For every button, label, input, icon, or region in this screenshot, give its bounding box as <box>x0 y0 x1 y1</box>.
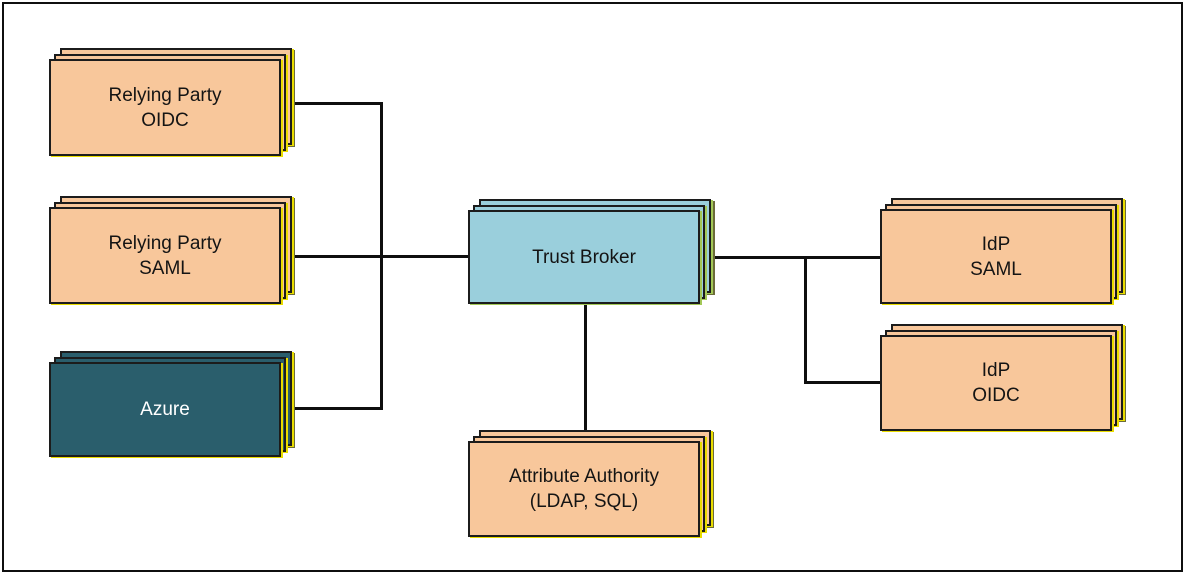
node-label-line: OIDC <box>141 109 189 131</box>
node-relying-party-saml: Relying Party SAML <box>49 196 295 304</box>
node-attribute-authority: Attribute Authority (LDAP, SQL) <box>468 430 714 537</box>
node-label: IdP SAML <box>882 211 1110 302</box>
node-label: Attribute Authority (LDAP, SQL) <box>470 443 698 535</box>
edge-trust-broker-to-attribute-authority <box>584 304 587 433</box>
node-label: Azure <box>51 364 279 455</box>
stack-front: Trust Broker <box>468 210 700 304</box>
edge-branch-to-idp-oidc <box>804 381 882 384</box>
stack-front: Azure <box>49 362 281 457</box>
stack-front: IdP SAML <box>880 209 1112 304</box>
node-label-line: Relying Party <box>108 84 222 106</box>
stack-front: IdP OIDC <box>880 335 1112 431</box>
stack-front: Attribute Authority (LDAP, SQL) <box>468 441 700 537</box>
node-label: Trust Broker <box>470 212 698 302</box>
node-label-line: Trust Broker <box>532 246 636 268</box>
node-label-line: OIDC <box>972 385 1020 406</box>
node-label: Relying Party OIDC <box>51 61 279 154</box>
node-label-line: SAML <box>139 257 191 279</box>
edge-right-branch <box>804 256 807 384</box>
stack-front: Relying Party OIDC <box>49 59 281 156</box>
stack-front: Relying Party SAML <box>49 207 281 304</box>
node-label-line: Azure <box>140 399 190 420</box>
node-label-line: (LDAP, SQL) <box>529 491 639 512</box>
edge-rp-oidc-to-trunk <box>282 102 383 105</box>
edge-trust-broker-to-idp-saml <box>706 256 882 259</box>
edge-rp-saml-to-trust-broker <box>282 255 472 258</box>
node-label-line: Attribute Authority <box>509 466 659 487</box>
node-idp-saml: IdP SAML <box>880 198 1126 304</box>
node-idp-oidc: IdP OIDC <box>880 324 1126 431</box>
node-trust-broker: Trust Broker <box>468 199 715 304</box>
node-label: Relying Party SAML <box>51 209 279 302</box>
node-label-line: IdP <box>981 233 1011 255</box>
edge-azure-to-trunk <box>282 407 383 410</box>
node-label-line: IdP <box>981 360 1011 381</box>
diagram-border-frame <box>2 2 1183 572</box>
node-relying-party-oidc: Relying Party OIDC <box>49 48 295 156</box>
node-label: IdP OIDC <box>882 337 1110 429</box>
node-azure: Azure <box>49 351 295 457</box>
node-label-line: Relying Party <box>108 232 222 254</box>
node-label-line: SAML <box>970 258 1022 280</box>
